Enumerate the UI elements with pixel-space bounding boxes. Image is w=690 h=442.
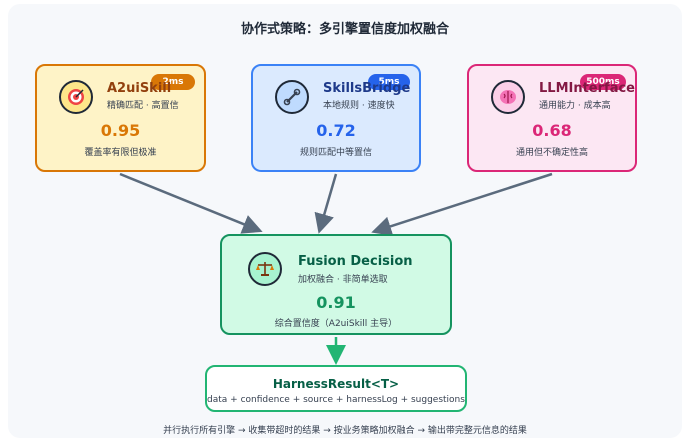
engine-subtitle: 本地规则 · 速度快 — [323, 101, 395, 111]
fusion-name: Fusion Decision — [298, 254, 413, 269]
engine-subtitle: 通用能力 · 成本高 — [539, 101, 611, 111]
engine-score: 0.72 — [316, 121, 356, 140]
result-title: HarnessResult<T> — [272, 377, 400, 391]
engine-description: 覆盖率有限但极准 — [84, 148, 157, 158]
engine-card-a2uiskill: 2ms A2uiSkill 精确匹配 · 高置信 0.95 覆盖率有限但极准 — [35, 64, 206, 172]
engine-name: A2uiSkill — [107, 81, 172, 96]
engine-name: LLMInterface — [539, 81, 635, 96]
target-icon — [59, 80, 93, 114]
diagram-title: 协作式策略：多引擎置信度加权融合 — [240, 22, 449, 37]
footer-caption: 并行执行所有引擎 → 收集带超时的结果 → 按业务策略加权融合 → 输出带完整元… — [163, 426, 527, 436]
latency-badge: 500ms — [580, 74, 626, 90]
result-fields: data + confidence + source + harnessLog … — [207, 395, 465, 405]
balance-scale-icon — [248, 252, 282, 286]
arrow-a2ui-to-fusion — [119, 172, 263, 234]
arrow-llm-to-fusion — [371, 172, 553, 236]
fusion-score: 0.91 — [316, 293, 356, 312]
engine-name: SkillsBridge — [323, 81, 411, 96]
latency-badge: 2ms — [151, 74, 195, 90]
engine-card-skillsbridge: 5ms SkillsBridge 本地规则 · 速度快 0.72 规则匹配中等置… — [251, 64, 421, 172]
engine-score: 0.95 — [100, 121, 141, 140]
brain-icon — [491, 80, 525, 114]
harness-result-card: HarnessResult<T> data + confidence + sou… — [205, 365, 467, 412]
engine-description: 规则匹配中等置信 — [299, 148, 372, 158]
fusion-subtitle: 加权融合 · 非简单选取 — [298, 275, 388, 285]
engine-description: 通用但不确定性高 — [515, 148, 588, 158]
fusion-decision-card: Fusion Decision 加权融合 · 非简单选取 0.91 综合置信度（… — [220, 234, 452, 335]
engine-subtitle: 精确匹配 · 高置信 — [107, 101, 179, 111]
arrow-bridge-to-fusion — [314, 173, 338, 234]
wrench-icon — [275, 80, 309, 114]
engine-card-llminterface: 500ms LLMInterface 通用能力 · 成本高 0.68 通用但不确… — [467, 64, 637, 172]
latency-badge: 5ms — [368, 74, 410, 90]
engine-score: 0.68 — [532, 121, 572, 140]
fusion-description: 综合置信度（A2uiSkill 主导） — [274, 319, 398, 329]
